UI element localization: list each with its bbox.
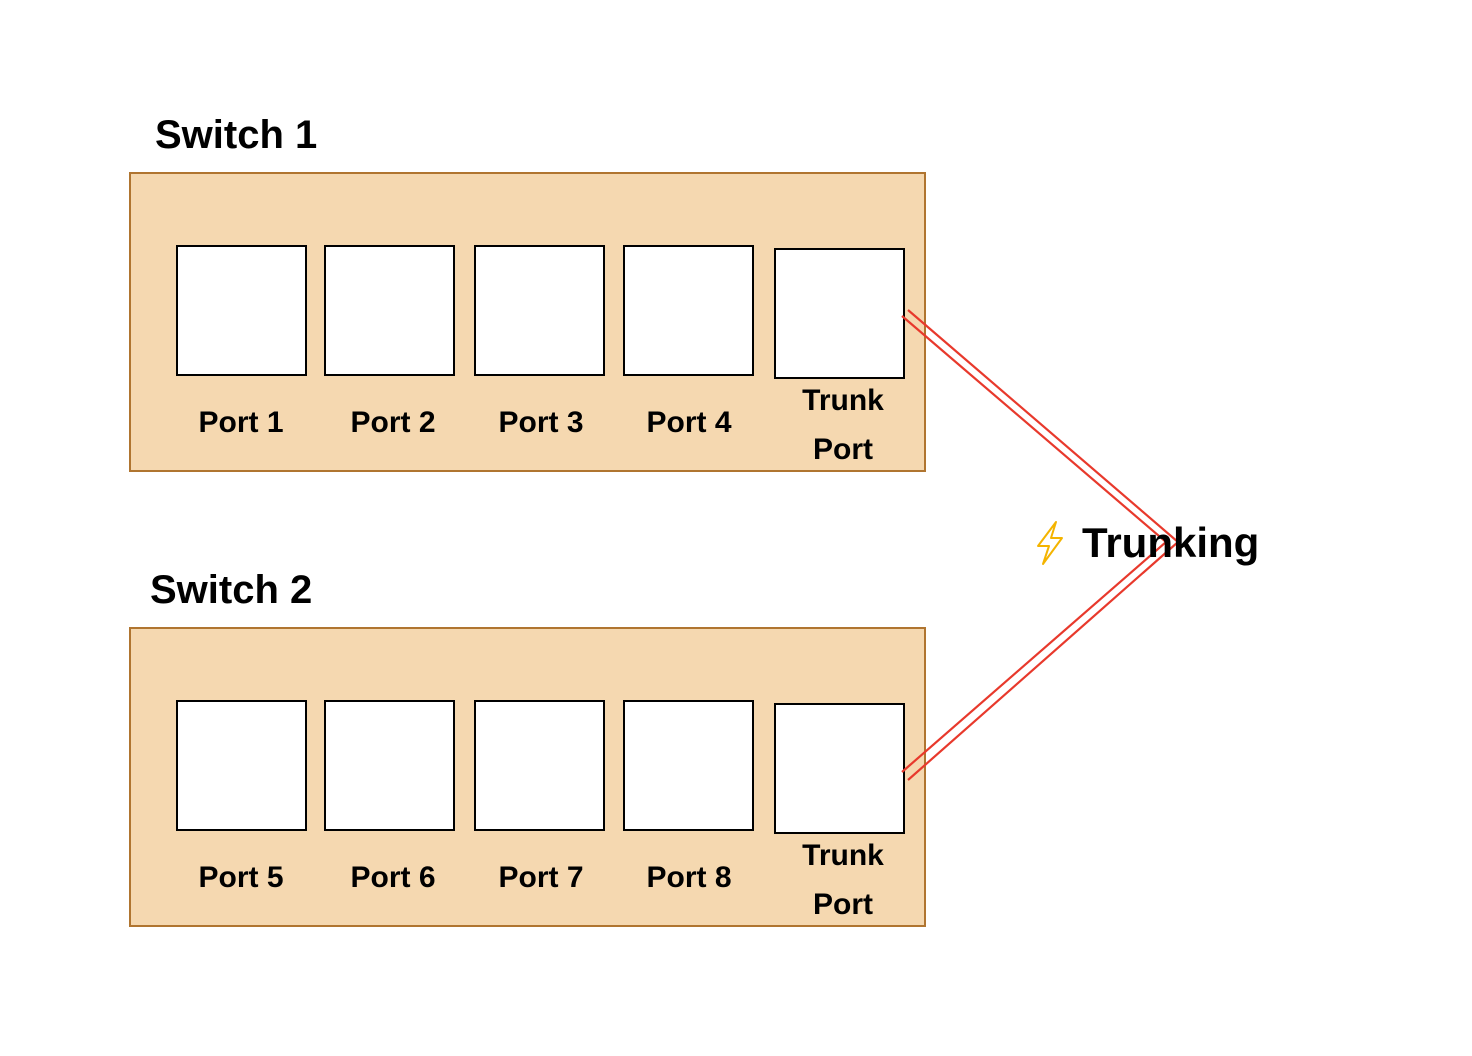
- switch-2-port-6[interactable]: [324, 700, 455, 831]
- switch-2-port-5-label: Port 5: [198, 861, 284, 894]
- switch-1-port-1[interactable]: [176, 245, 307, 376]
- switch-2-port-7-label: Port 7: [498, 861, 584, 894]
- switch-1-title: Switch 1: [155, 113, 318, 157]
- switch-2-trunk-port[interactable]: [774, 703, 905, 834]
- trunking-text: Trunking: [1082, 519, 1260, 566]
- switch-1-port-3-label: Port 3: [498, 406, 584, 439]
- switch-1-port-3[interactable]: [474, 245, 605, 376]
- switch-1-trunk-port-label-line2: Port: [813, 433, 873, 466]
- switch-1-trunk-port-label-line1: Trunk: [802, 384, 884, 417]
- switch-1-port-1-label: Port 1: [198, 406, 284, 439]
- switch-1-port-2-label: Port 2: [350, 406, 436, 439]
- switch-2-title: Switch 2: [150, 568, 313, 612]
- switch-2-port-6-label: Port 6: [350, 861, 436, 894]
- switch-1-trunk-port-label: Trunk Port: [763, 376, 923, 474]
- switch-2: Port 5 Port 6 Port 7 Port 8 Trunk Port: [129, 627, 926, 927]
- switch-2-trunk-port-label: Trunk Port: [763, 831, 923, 929]
- switch-1: Port 1 Port 2 Port 3 Port 4 Trunk Port: [129, 172, 926, 472]
- lightning-bolt-icon: [1037, 521, 1063, 565]
- switch-1-port-4-label: Port 4: [646, 406, 732, 439]
- switch-2-port-7[interactable]: [474, 700, 605, 831]
- switch-1-trunk-port[interactable]: [774, 248, 905, 379]
- switch-2-port-8-label: Port 8: [646, 861, 732, 894]
- switch-1-port-2[interactable]: [324, 245, 455, 376]
- switch-1-port-4[interactable]: [623, 245, 754, 376]
- switch-2-trunk-port-label-line1: Trunk: [802, 839, 884, 872]
- switch-2-trunk-port-label-line2: Port: [813, 888, 873, 921]
- trunking-label: Trunking: [1030, 518, 1259, 568]
- switch-2-port-8[interactable]: [623, 700, 754, 831]
- switch-2-port-5[interactable]: [176, 700, 307, 831]
